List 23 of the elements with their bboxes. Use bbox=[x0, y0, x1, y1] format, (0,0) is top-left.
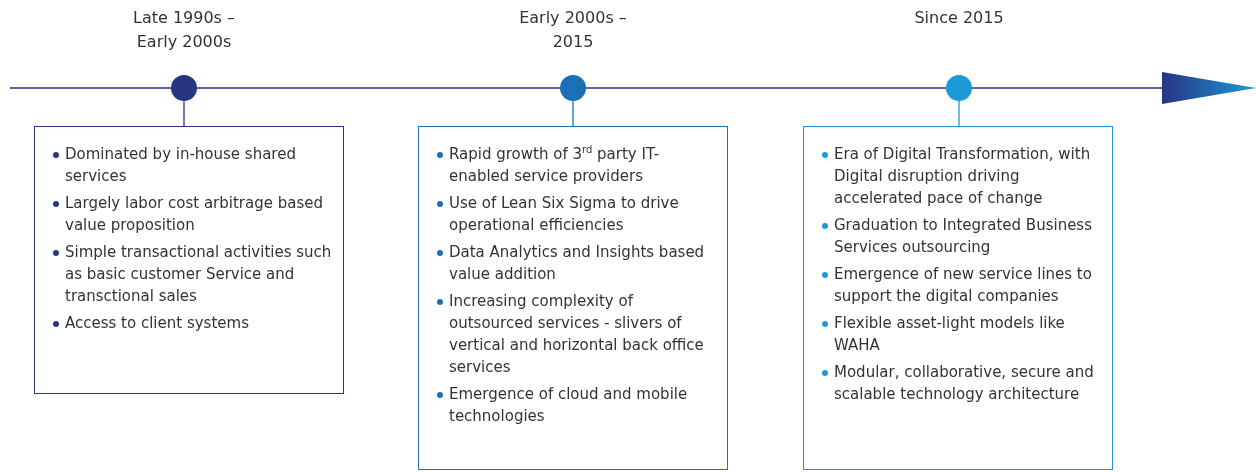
period-heading: Early 2000s – 2015 bbox=[518, 7, 628, 53]
bullet-text: Graduation to Integrated Business Services outsourcing bbox=[834, 216, 1092, 256]
period-heading: Since 2015 bbox=[913, 7, 1005, 29]
connector-line bbox=[572, 100, 574, 127]
period-heading: Late 1990s – Early 2000s bbox=[131, 7, 237, 53]
bullet-text: Use of Lean Six Sigma to drive operational efficiencies bbox=[449, 194, 679, 234]
description-box bbox=[418, 126, 728, 470]
bullet-text: Emergence of new service lines to support the digital companies bbox=[834, 265, 1092, 305]
connector-line bbox=[183, 100, 185, 127]
connector-line bbox=[958, 100, 960, 127]
bullet-text: Modular, collaborative, secure and scalable technology architecture bbox=[834, 363, 1094, 403]
bullet-text: Era of Digital Transformation, with Digital disruption driving accelerated pace of change bbox=[834, 145, 1091, 207]
bullet-text: Flexible asset-light models like WAHA bbox=[834, 314, 1065, 354]
bullet-text: Dominated by in-house shared services bbox=[65, 145, 296, 185]
description-box bbox=[803, 126, 1113, 470]
bullet-text: Access to client systems bbox=[65, 314, 249, 332]
bullet-text: Emergence of cloud and mobile technologies bbox=[449, 385, 688, 425]
description-box bbox=[34, 126, 344, 394]
bullet-text: Rapid growth of 3$^{rd}$ party IT-enabled service providers bbox=[449, 145, 660, 185]
bullet-text: Data Analytics and Insights based value addition bbox=[449, 243, 705, 283]
bullet-text: Simple transactional activities such as basic customer Service and transctional sales bbox=[65, 243, 332, 305]
bullet-text: Largely labor cost arbitrage based value proposition bbox=[65, 194, 323, 234]
bullet-text: Increasing complexity of outsourced services - slivers of vertical and horizontal back office services bbox=[449, 292, 704, 376]
